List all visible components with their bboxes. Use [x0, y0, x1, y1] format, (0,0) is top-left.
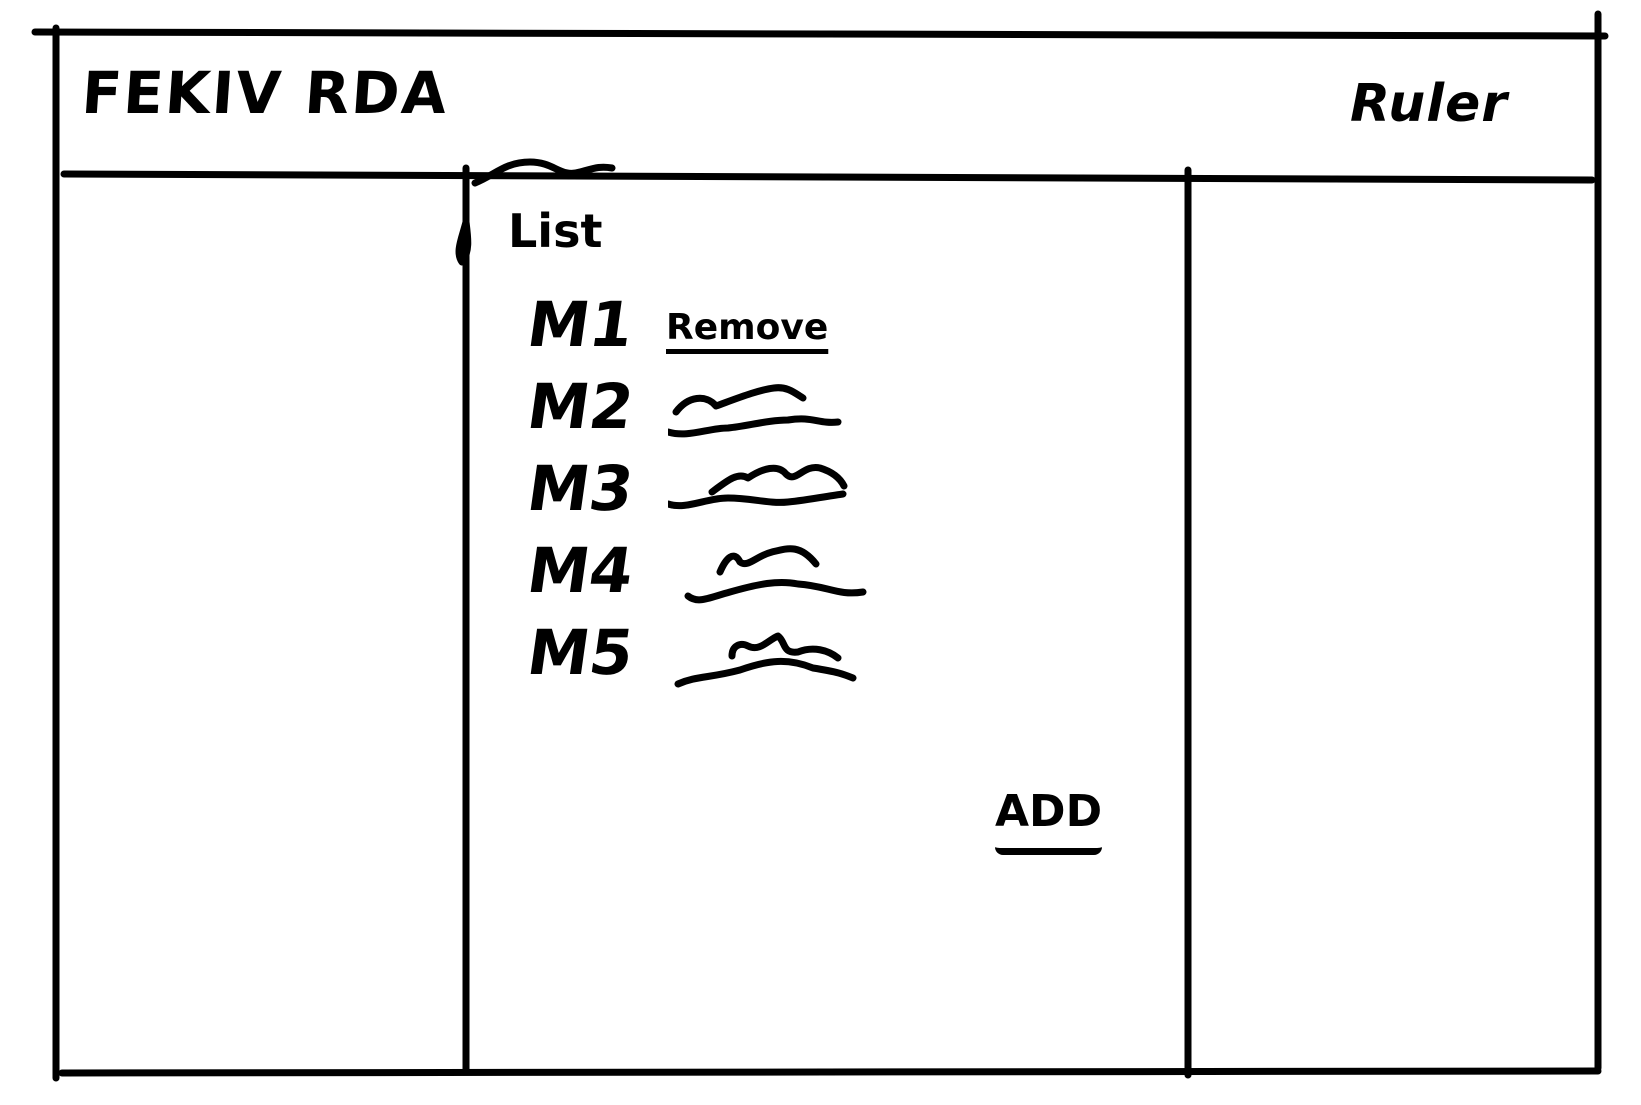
- add-button[interactable]: ADD: [995, 790, 1103, 855]
- remove-link[interactable]: Remove: [666, 307, 829, 348]
- right-panel: [1192, 184, 1594, 1068]
- column-resize-handle: [455, 218, 472, 266]
- list-item-label: M1: [522, 288, 639, 361]
- list-item: M5: [523, 616, 928, 698]
- frame-top-border: [31, 28, 1609, 40]
- header-right-label[interactable]: Ruler: [1350, 74, 1508, 134]
- header-divider: [60, 170, 1596, 184]
- list-item: M4: [523, 534, 928, 616]
- left-sidebar: [60, 182, 460, 1068]
- list-item: M3: [523, 452, 928, 534]
- list-item-label: M3: [522, 452, 639, 525]
- list-item: M2: [523, 370, 928, 452]
- list-item-action-placeholder[interactable]: [668, 458, 868, 534]
- app-title: FEKIV RDA: [79, 59, 451, 127]
- list-item: M1 Remove: [523, 288, 928, 370]
- list-title: List: [508, 204, 603, 258]
- list-item-label: M5: [522, 616, 639, 689]
- frame-bottom-border: [58, 1067, 1602, 1077]
- list-item-label: M4: [522, 534, 639, 607]
- list-item-label: M2: [522, 370, 639, 443]
- list-item-action-placeholder[interactable]: [668, 376, 868, 452]
- list-item-action-placeholder[interactable]: [668, 622, 868, 698]
- list-item-action-placeholder[interactable]: [668, 540, 868, 616]
- tab-mark: [471, 158, 616, 187]
